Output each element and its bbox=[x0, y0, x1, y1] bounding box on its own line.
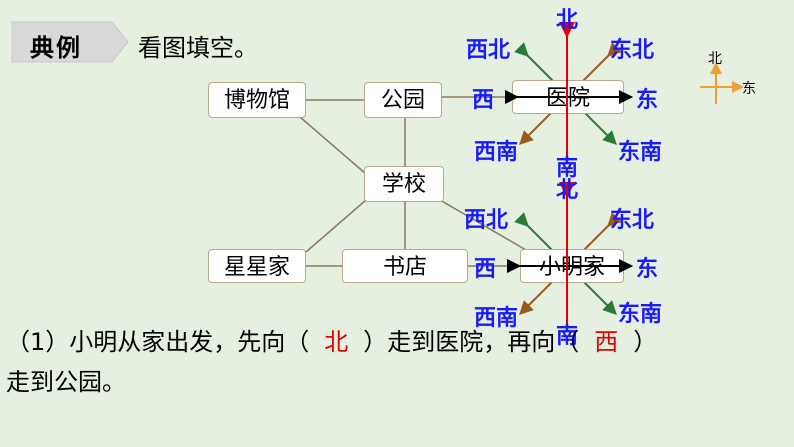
bottom-east-label: 东 bbox=[636, 257, 659, 282]
question-text-part1: （1）小明从家出发，先向（ bbox=[6, 328, 310, 356]
top-northwest-label: 西北 bbox=[466, 38, 511, 63]
bottom-northwest-label: 西北 bbox=[464, 208, 509, 233]
place-park: 公园 bbox=[364, 82, 442, 118]
top-east-label: 东 bbox=[636, 88, 659, 113]
bottom-southwest-label: 西南 bbox=[474, 306, 519, 331]
place-museum: 博物馆 bbox=[208, 82, 306, 118]
place-star-home: 星星家 bbox=[208, 249, 306, 283]
place-school: 学校 bbox=[364, 166, 444, 202]
top-north-label: 北 bbox=[556, 8, 579, 33]
bottom-northeast-label: 东北 bbox=[610, 208, 655, 233]
question-line-2: 走到公园。 bbox=[6, 368, 126, 396]
title-tag-shape bbox=[11, 21, 129, 63]
question-line-1: （1）小明从家出发，先向（ 北 ）走到医院，再向（ 西 ） bbox=[6, 322, 657, 357]
bottom-north-label: 北 bbox=[556, 178, 579, 203]
question-text-part3: ） bbox=[633, 328, 658, 356]
top-southwest-label: 西南 bbox=[474, 140, 519, 165]
bottom-southeast-label: 东南 bbox=[618, 302, 663, 327]
answer-blank-2: 西 bbox=[594, 328, 619, 356]
top-south-label: 南 bbox=[556, 156, 579, 181]
answer-blank-1: 北 bbox=[324, 328, 349, 356]
place-bookstore: 书店 bbox=[342, 249, 468, 283]
legend-north-label: 北 bbox=[708, 51, 722, 67]
top-southeast-label: 东南 bbox=[618, 140, 663, 165]
bottom-west-label: 西 bbox=[474, 257, 497, 282]
bottom-south-label: 南 bbox=[556, 324, 579, 349]
top-west-label: 西 bbox=[472, 88, 495, 113]
north-east-legend bbox=[700, 62, 744, 104]
instruction-text: 看图填空。 bbox=[138, 34, 258, 62]
question-text-part2: ）走到医院，再向（ bbox=[363, 328, 580, 356]
road-lines bbox=[299, 96, 527, 267]
top-northeast-label: 东北 bbox=[610, 38, 655, 63]
example-tag: 典例 bbox=[30, 33, 82, 62]
legend-east-label: 东 bbox=[742, 81, 756, 97]
